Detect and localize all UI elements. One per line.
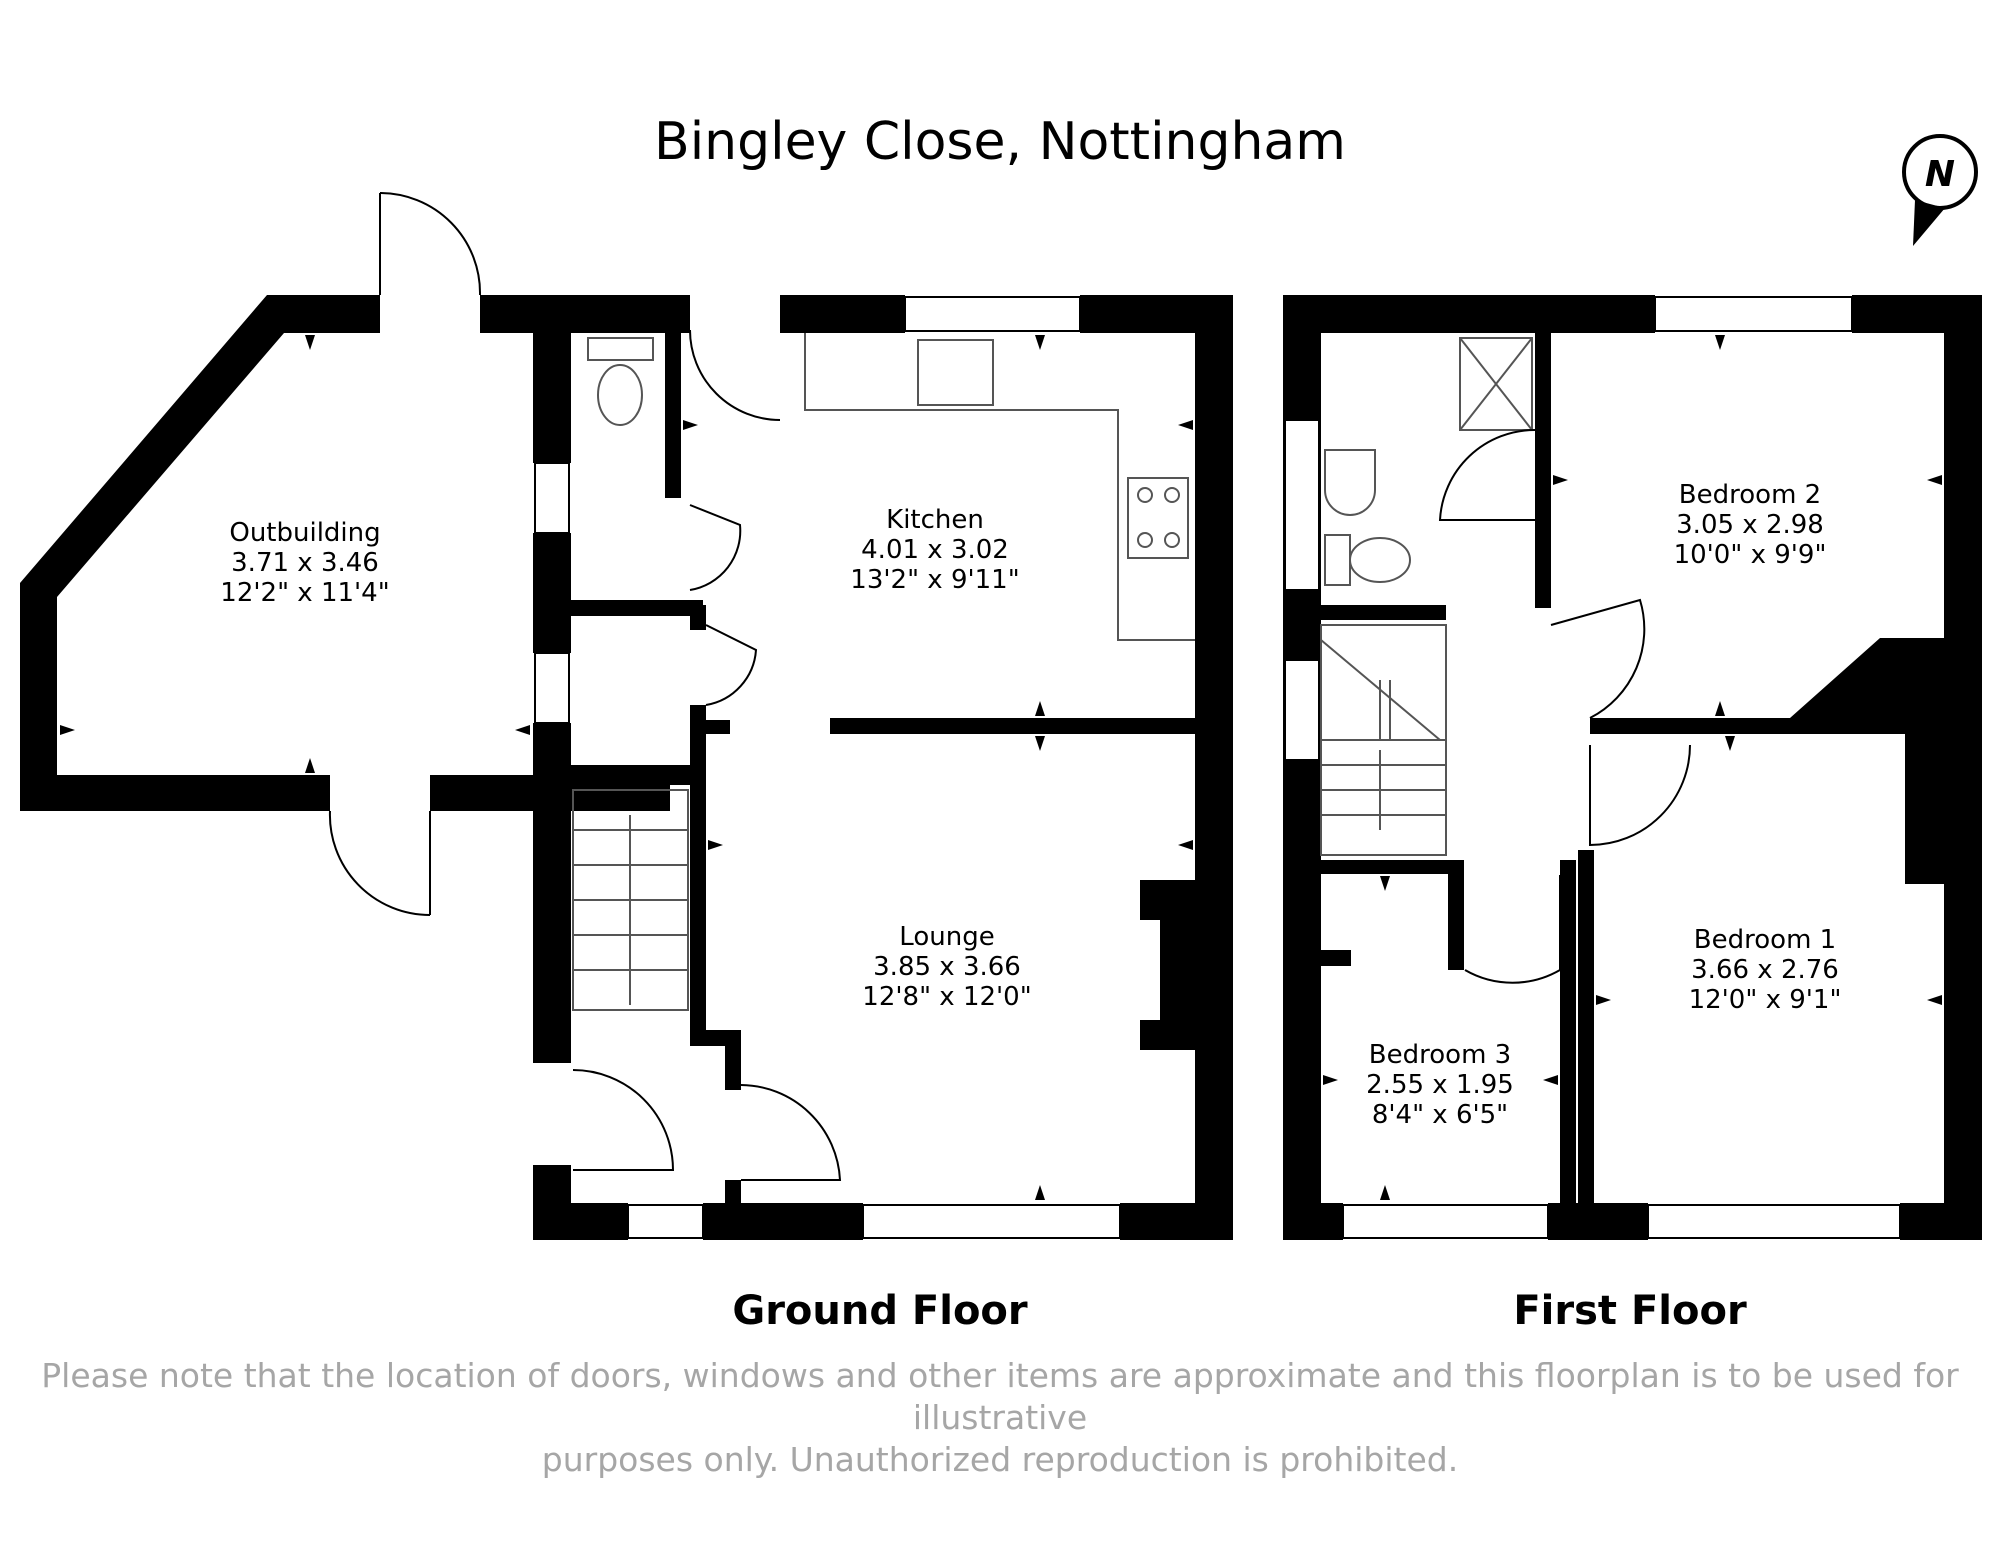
room-label-kitchen: Kitchen 4.01 x 3.02 13'2" x 9'11" [850,505,1020,595]
disclaimer-line-1: Please note that the location of doors, … [41,1356,1959,1437]
outbuilding-wall-bottom [20,775,330,811]
floor-label-ground: Ground Floor [732,1288,1028,1334]
ground-doors [328,192,842,1181]
toilet-icon [1349,537,1411,583]
first-floor-walls [1283,295,1982,1240]
disclaimer: Please note that the location of doors, … [20,1355,1980,1481]
hob-icon [1127,477,1189,559]
disclaimer-line-2: purposes only. Unauthorized reproduction… [541,1440,1459,1479]
bathroom-fixtures [1324,337,1533,586]
first-floor-dimension-markers [1323,335,1942,1200]
room-label-bedroom2: Bedroom 2 3.05 x 2.98 10'0" x 9'9" [1673,480,1827,570]
basin-icon [1324,449,1376,516]
dimension-markers [60,335,1193,1200]
compass-letter: N [1925,154,1955,195]
ground-stairs [572,789,689,1011]
ground-floor-walls [20,295,1233,1240]
fireplace [1140,880,1195,1050]
first-floor-stairs [1320,624,1447,856]
plan-title: Bingley Close, Nottingham [654,112,1346,172]
room-label-bedroom3: Bedroom 3 2.55 x 1.95 8'4" x 6'5" [1366,1040,1514,1130]
kitchen-worktop [804,333,1195,641]
first-floor-windows [1284,296,1901,1239]
compass-icon: N [1902,134,1978,246]
ground-floor-windows [534,296,1121,1239]
room-label-lounge: Lounge 3.85 x 3.66 12'8" x 12'0" [862,922,1032,1012]
first-floor-doors [1438,428,1691,984]
shower-icon [1459,337,1533,431]
room-label-outbuilding: Outbuilding 3.71 x 3.46 12'2" x 11'4" [220,518,390,608]
ground-wc-icon [587,337,654,426]
room-label-bedroom1: Bedroom 1 3.66 x 2.76 12'0" x 9'1" [1688,925,1842,1015]
outbuilding-wall-diagonal [20,295,380,780]
sink-icon [917,339,994,406]
floor-label-first: First Floor [1513,1288,1747,1334]
